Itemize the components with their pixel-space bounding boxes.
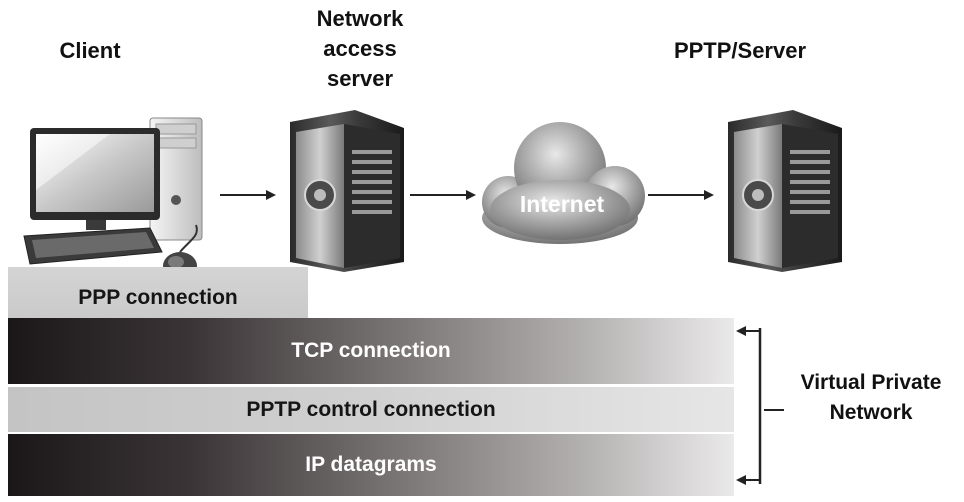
network-access-server-label: Network access server: [280, 4, 440, 94]
cloud-icon: Internet: [482, 122, 645, 244]
pptp-control-connection-band: PPTP control connection: [8, 387, 734, 432]
ip-datagrams-band: IP datagrams: [8, 434, 734, 496]
vpn-label-line2: Network: [829, 401, 913, 424]
ppp-connection-label: PPP connection: [78, 286, 238, 309]
arrow-right-icon: [410, 190, 476, 200]
nas-label-line3: server: [326, 66, 394, 91]
pptp-control-connection-label: PPTP control connection: [246, 397, 496, 421]
arrow-right-icon: [220, 190, 276, 200]
pptp-server-label: PPTP/Server: [673, 38, 807, 63]
client-label: Client: [59, 38, 121, 63]
virtual-private-network-label: Virtual Private Network: [776, 368, 964, 428]
server-icon: [290, 110, 404, 272]
arrow-right-icon: [648, 190, 714, 200]
tcp-connection-band: TCP connection: [8, 318, 734, 384]
server-icon: [728, 110, 842, 272]
nas-label-line2: access: [323, 36, 397, 61]
desktop-computer-icon: [23, 117, 203, 280]
vpn-bracket: [736, 326, 784, 485]
ppp-connection-band: PPP connection: [8, 267, 308, 318]
tcp-connection-label: TCP connection: [291, 339, 451, 362]
nas-label-line1: Network: [316, 6, 404, 31]
vpn-label-line1: Virtual Private: [800, 371, 942, 394]
ip-datagrams-label: IP datagrams: [305, 453, 437, 476]
internet-label: Internet: [520, 191, 605, 217]
